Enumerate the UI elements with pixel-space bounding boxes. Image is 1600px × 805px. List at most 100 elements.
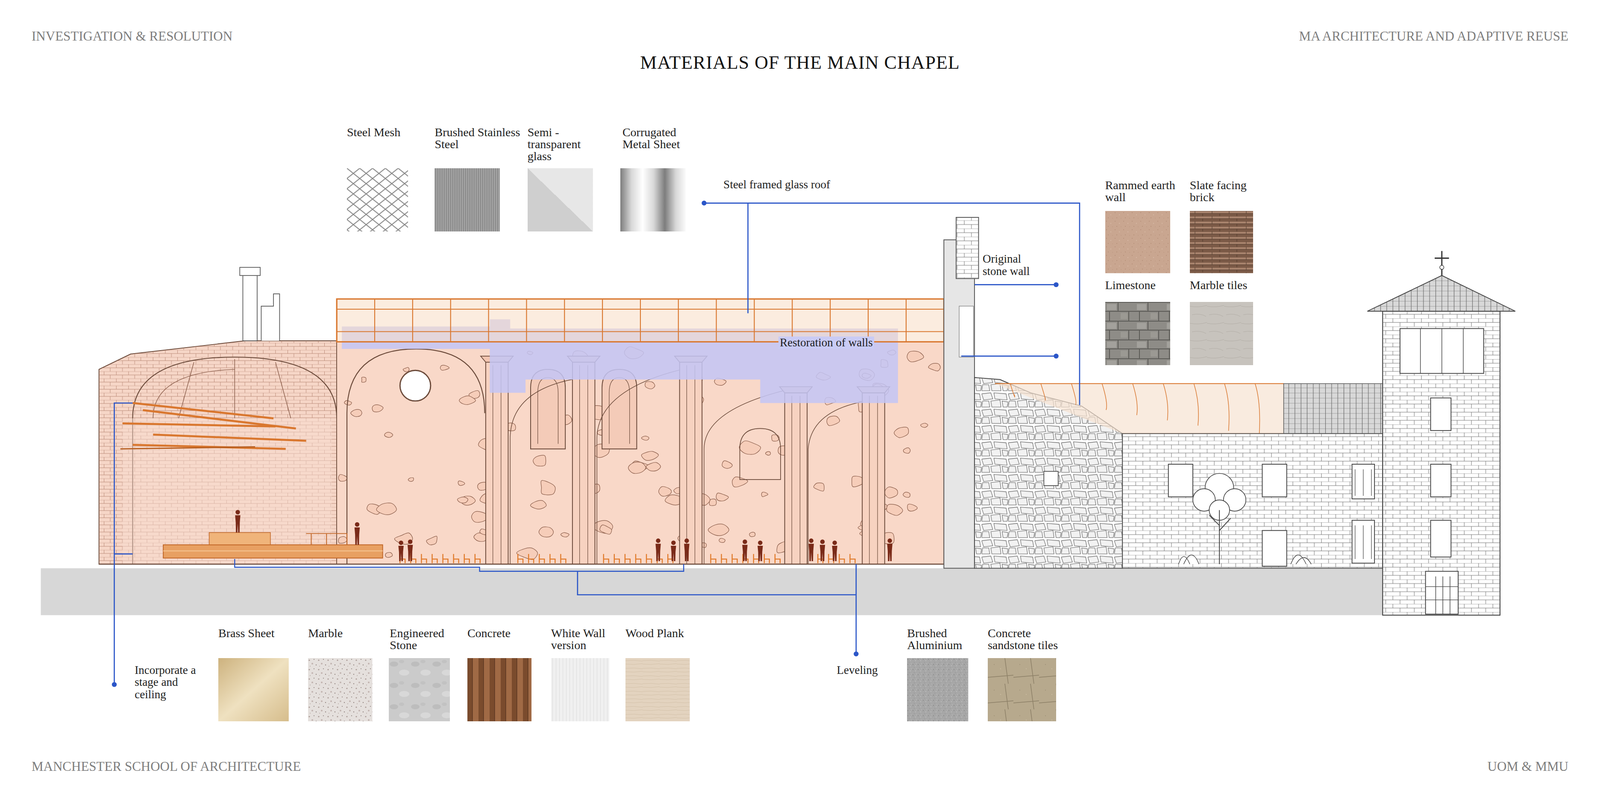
- stone-patch: [457, 481, 465, 486]
- material-card: Brass Sheet: [218, 627, 300, 722]
- person-body: [757, 546, 763, 562]
- swatch-frame: [467, 658, 532, 722]
- bell-tower: [1400, 328, 1484, 615]
- person: [670, 540, 676, 562]
- person: [354, 522, 360, 546]
- material-swatch: [308, 658, 373, 722]
- swatch-fill: [987, 658, 1057, 722]
- roof-mullion: [487, 299, 489, 342]
- swatch-fill: [1105, 211, 1171, 274]
- stage-and-ceiling: [209, 532, 271, 546]
- material-swatch: [620, 168, 686, 232]
- swatch-fill: [346, 168, 409, 232]
- stone-patch: [394, 533, 413, 545]
- roof-rib: [1163, 383, 1169, 421]
- person-head: [398, 540, 404, 546]
- chair: [710, 554, 717, 564]
- swatch-fill: [907, 658, 969, 722]
- chair: [753, 554, 759, 564]
- cloister-building: [1168, 464, 1375, 567]
- swatch-fill: [467, 658, 532, 722]
- material-caption: Concrete sandstone tiles: [987, 627, 1076, 652]
- swatch-fill: [1189, 302, 1254, 366]
- roof-ribs: [1010, 383, 1260, 437]
- material-swatch: [467, 658, 532, 722]
- swatch-frame: [907, 658, 969, 722]
- chair: [528, 554, 534, 564]
- roof-mullion: [374, 299, 376, 342]
- chairs: [399, 554, 855, 564]
- chair: [764, 554, 770, 564]
- people: [234, 510, 893, 562]
- stone-patch: [765, 452, 771, 456]
- person-body: [670, 546, 676, 562]
- chair: [850, 554, 856, 564]
- callout-label: Steel framed glass roof: [723, 178, 831, 191]
- stone-patch: [903, 492, 911, 498]
- stone-patch: [813, 483, 825, 492]
- person-body: [407, 545, 413, 562]
- swatch-fill: [625, 658, 690, 722]
- cloister-building: [1262, 464, 1287, 497]
- column: [784, 393, 808, 565]
- chair: [625, 554, 631, 564]
- person-head: [671, 540, 676, 546]
- stone-patch: [350, 409, 362, 417]
- stage-and-ceiling: [163, 545, 383, 559]
- stone-patch: [384, 432, 394, 438]
- stone-patch: [719, 538, 726, 543]
- leader-dots: [853, 651, 859, 657]
- gable-wall: [943, 217, 979, 569]
- material-card: Corrugated Metal Sheet: [620, 126, 696, 232]
- material-swatch: [1105, 211, 1171, 274]
- chair: [549, 554, 555, 564]
- material-swatch: [1189, 211, 1254, 274]
- roof-rib: [1010, 383, 1016, 397]
- roof-rib: [1224, 383, 1230, 431]
- person: [398, 540, 404, 562]
- roof-rib: [1255, 383, 1260, 437]
- roof-mullion: [640, 299, 641, 342]
- material-card: Marble tiles: [1189, 279, 1263, 366]
- column: [862, 393, 885, 565]
- material-caption: Steel Mesh: [346, 126, 424, 139]
- chair: [646, 554, 652, 564]
- ground: [41, 568, 1389, 616]
- person-head: [809, 538, 814, 544]
- stage-and-ceiling: [120, 446, 256, 450]
- leader-lines: [577, 564, 857, 655]
- material-card: Concrete: [467, 627, 532, 722]
- stone-patch: [928, 363, 941, 372]
- swatch-fill: [527, 168, 594, 232]
- roof-mullion: [563, 299, 565, 342]
- cloister-building: [1283, 383, 1386, 434]
- person-body: [655, 543, 661, 562]
- cloister-building: [1355, 469, 1372, 560]
- swatch-fill: [308, 658, 373, 722]
- material-card: Wood Plank: [625, 627, 690, 722]
- material-caption: Slate facing brick: [1189, 179, 1263, 204]
- stone-patch: [372, 405, 384, 413]
- person-body: [831, 546, 837, 562]
- nave: [739, 428, 781, 480]
- chair: [560, 554, 566, 564]
- person-body: [886, 543, 893, 562]
- stone-patch: [886, 504, 903, 516]
- person: [757, 540, 763, 562]
- stone-patch: [426, 536, 438, 546]
- person-body: [819, 545, 825, 562]
- roof-mullion: [829, 299, 831, 342]
- stone-patch: [599, 525, 612, 535]
- swatch-frame: [1105, 302, 1171, 366]
- swatch-frame: [551, 658, 610, 722]
- material-caption: Brushed Aluminium: [907, 627, 972, 652]
- bell-tower: [1430, 398, 1452, 431]
- callout-label: Leveling: [836, 664, 878, 677]
- chair: [475, 554, 481, 564]
- stage-and-ceiling: [306, 533, 348, 545]
- swatch-fill: [1105, 302, 1171, 366]
- glass-roof: [336, 299, 945, 342]
- cloister-building: [1262, 530, 1287, 567]
- leader-dots: [701, 200, 707, 206]
